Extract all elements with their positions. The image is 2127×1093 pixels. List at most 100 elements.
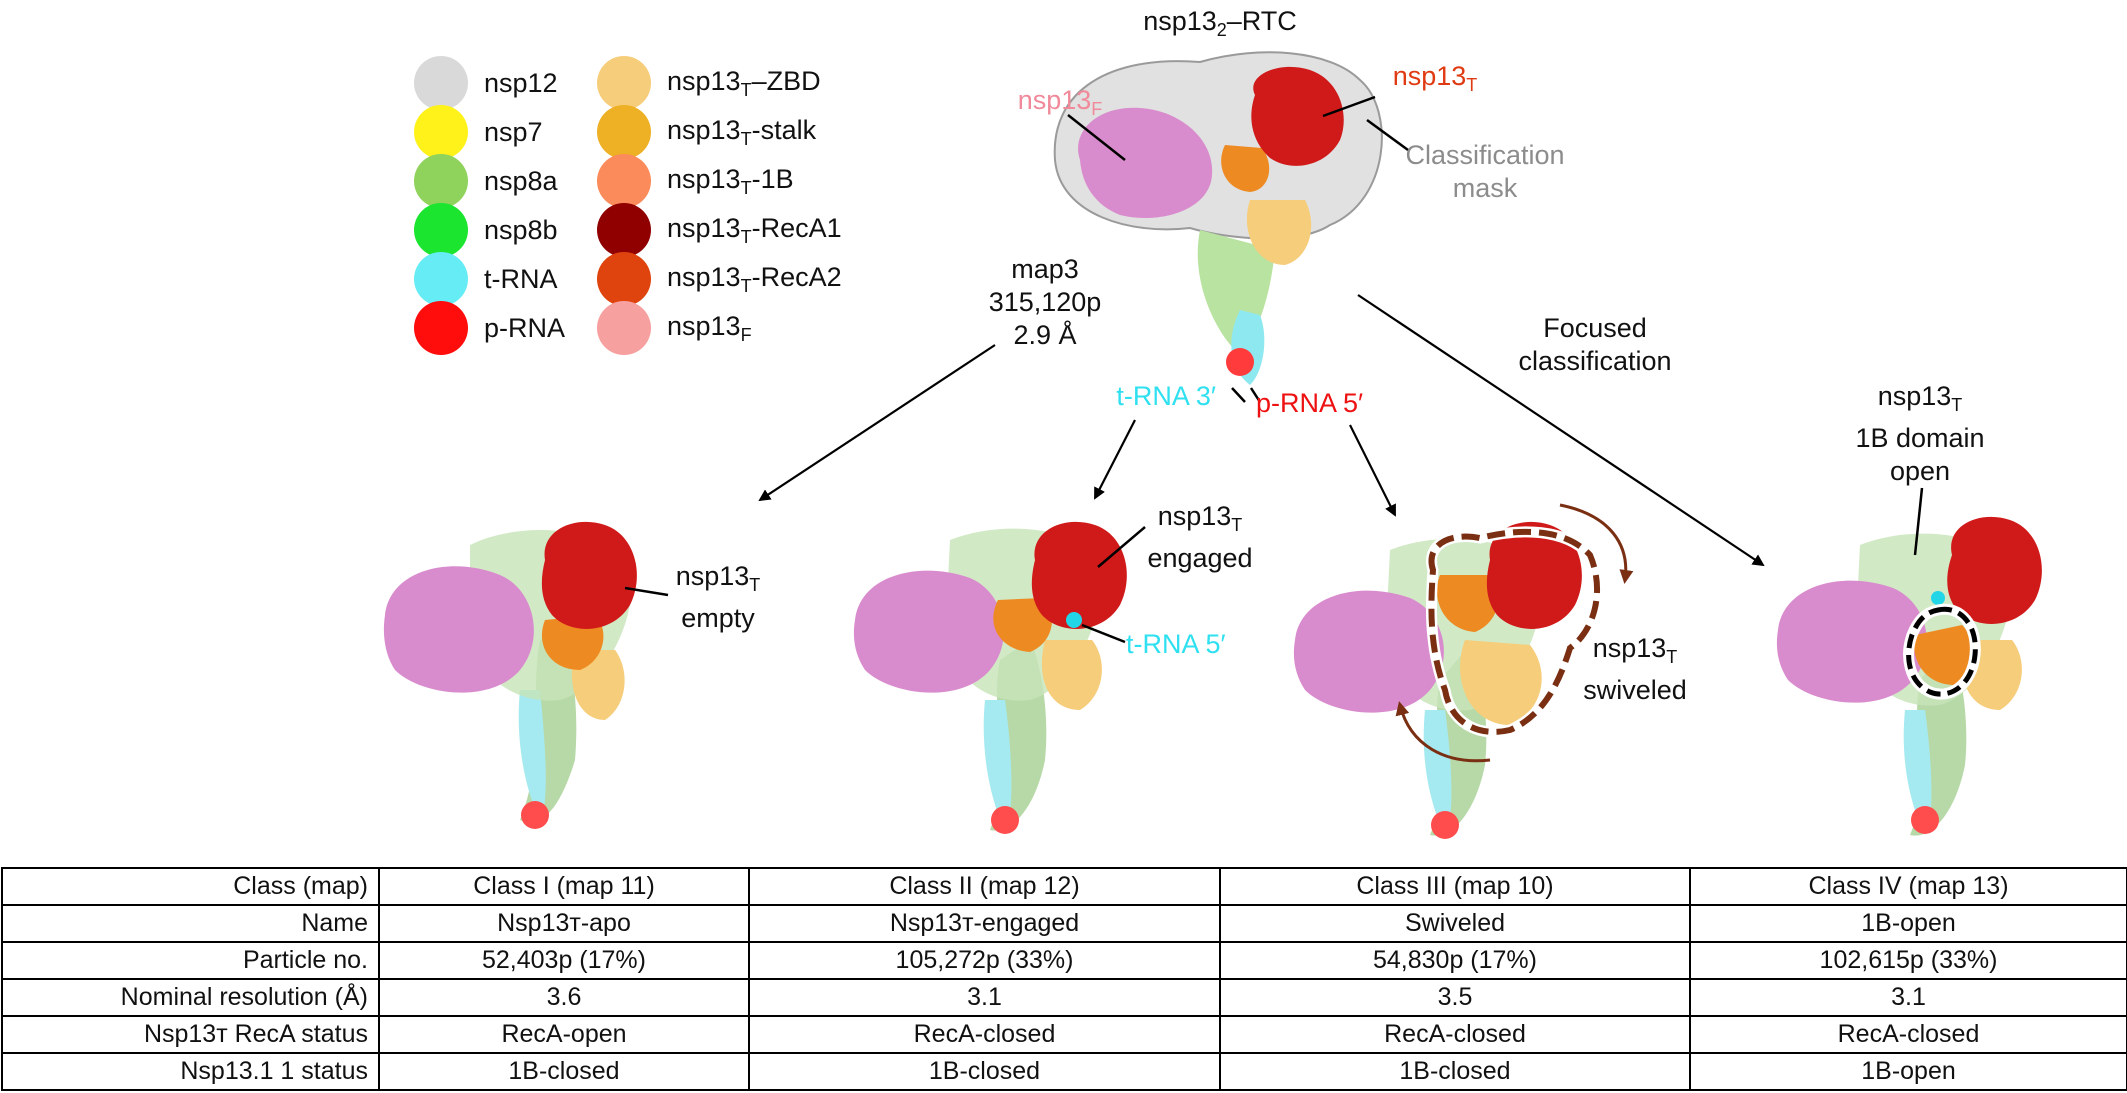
legend-item-nsp7: nsp7 (414, 102, 543, 162)
table-cell: Nsp13ᴛ-apo (378, 904, 750, 943)
class-2-reca (1031, 521, 1127, 629)
legend-item-nsp8a: nsp8a (414, 151, 558, 211)
prna-callout-line (1249, 387, 1262, 403)
class-1-structure (383, 521, 637, 829)
table-cell: Class IV (map 13) (1689, 867, 2127, 906)
table-row: Nsp13ᴛ RecA status RecA-open RecA-closed… (1, 1015, 2127, 1054)
class-2-trna5-line (1081, 623, 1126, 644)
class-4-prna (1911, 806, 1939, 834)
trna3-label: t-RNA 3′ (1116, 381, 1216, 411)
class-2-structure (853, 521, 1127, 834)
trna-callout-line (1231, 387, 1246, 403)
summary-table: Class (map) Class I (map 11) Class II (m… (1, 867, 2127, 1091)
class-2-trna5-label: t-RNA 5′ (1126, 629, 1226, 659)
row-header: Class (map) (1, 867, 380, 906)
class-2-nsp13f (853, 570, 1004, 693)
table-row: Class (map) Class I (map 11) Class II (m… (1, 867, 2127, 906)
class-4-trna (1903, 710, 1932, 835)
table-cell: Swiveled (1219, 904, 1691, 943)
legend-swatch (414, 203, 468, 257)
legend-item-nsp12: nsp12 (414, 53, 558, 113)
nsp13t-callout-line (1322, 95, 1376, 118)
table-cell: Class III (map 10) (1219, 867, 1691, 906)
class-2-label: nsp13T engaged (1147, 501, 1253, 573)
legend-swatch (414, 56, 468, 110)
mask-callout-line (1366, 118, 1409, 152)
legend-label: nsp13T-1B (667, 163, 794, 198)
legend-label: nsp13T–ZBD (667, 65, 821, 100)
legend-swatch (597, 105, 651, 159)
table-cell: 1B-open (1689, 904, 2127, 943)
class-3-1b (1436, 575, 1499, 632)
table-cell: 1B-closed (749, 1052, 1221, 1091)
table-cell: 1B-open (1689, 1052, 2127, 1091)
table-cell: Class II (map 12) (748, 867, 1221, 906)
legend-label: nsp8b (484, 214, 558, 245)
arrow-to-class-3 (1349, 424, 1396, 517)
class-3-nsp13f (1293, 590, 1444, 713)
prna-density (1226, 348, 1254, 376)
table-cell: 52,403p (17%) (378, 941, 750, 980)
class-4-reca (1947, 516, 2042, 624)
table-cell: 54,830p (17%) (1219, 941, 1691, 980)
1b-density (1221, 145, 1270, 192)
class-2-trna (983, 700, 1012, 830)
legend-label: nsp13T-RecA2 (667, 261, 842, 296)
class-3-trna (1423, 710, 1452, 835)
legend-item-nsp8b: nsp8b (414, 200, 558, 260)
row-header: Nominal resolution (Å) (1, 978, 380, 1017)
legend-label: nsp13F (667, 310, 752, 345)
table-cell: RecA-closed (1219, 1015, 1691, 1054)
legend-label: p-RNA (484, 312, 566, 343)
class-3-reca (1486, 521, 1582, 629)
row-header: Particle no. (1, 941, 380, 980)
table-cell: Class I (map 11) (378, 867, 750, 906)
legend-item-prna: p-RNA (414, 298, 565, 358)
table-cell: RecA-closed (1690, 1015, 2127, 1054)
nsp13f-density (1078, 107, 1213, 219)
class-2-1b (993, 598, 1052, 652)
arrow-to-class-2 (1094, 419, 1136, 500)
class-1-trna (518, 690, 546, 820)
class-4-1b-outline (1906, 606, 1978, 697)
class-1-reca (541, 521, 637, 629)
legend-swatch (597, 203, 651, 257)
table-cell: 3.1 (748, 978, 1221, 1017)
table-cell: RecA-open (378, 1015, 750, 1054)
top-title: nsp132–RTC (1143, 6, 1297, 40)
class-2-prna (991, 806, 1019, 834)
legend-item-nsp13f: nsp13F (597, 298, 752, 358)
class-1-nsp13f (383, 566, 534, 693)
table-cell: 3.1 (1689, 978, 2127, 1017)
prna5-label: p-RNA 5′ (1256, 388, 1364, 418)
class-3-zbd (1460, 640, 1542, 725)
legend-item-nsp13t-1b: nsp13T-1B (597, 151, 794, 211)
legend-swatch (414, 154, 468, 208)
row-header: Name (1, 904, 380, 943)
class-1-prna (521, 801, 549, 829)
legend-swatch (597, 154, 651, 208)
legend-swatch (597, 301, 651, 355)
class-1-label: nsp13T empty (675, 561, 761, 633)
class-4-1b (1914, 625, 1973, 685)
legend-item-nsp13t-reca2: nsp13T-RecA2 (597, 249, 842, 309)
class-4-nsp13f (1776, 580, 1927, 703)
zbd-density (1246, 200, 1312, 265)
legend-item-trna: t-RNA (414, 249, 558, 309)
table-row: Nsp13.1 1 status 1B-closed 1B-closed 1B-… (1, 1052, 2127, 1091)
class-3-swivel-outline (1428, 528, 1600, 735)
row-header: Nsp13ᴛ RecA status (1, 1015, 380, 1054)
table-row: Name Nsp13ᴛ-apo Nsp13ᴛ-engaged Swiveled … (1, 904, 2127, 943)
table-cell: 105,272p (33%) (748, 941, 1221, 980)
legend-item-nsp13t-zbd: nsp13T–ZBD (597, 53, 821, 113)
table-row: Nominal resolution (Å) 3.6 3.1 3.5 3.1 (1, 978, 2127, 1017)
legend-label: nsp7 (484, 116, 543, 147)
table-cell: 3.6 (378, 978, 750, 1017)
legend-label: nsp13T-RecA1 (667, 212, 842, 247)
table-cell: 3.5 (1219, 978, 1691, 1017)
table-row: Particle no. 52,403p (17%) 105,272p (33%… (1, 941, 2127, 980)
class-3-prna (1431, 811, 1459, 839)
